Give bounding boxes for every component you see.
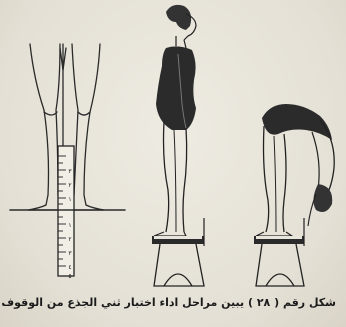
ruler-label: ٥ xyxy=(68,273,71,280)
ruler-label: ١ xyxy=(68,196,71,203)
bending-figure xyxy=(254,104,334,286)
standing-figure xyxy=(152,5,204,286)
illustration: ٣ ٢ ١ ١ ٢ ٣ ٤ ٥ xyxy=(0,0,346,290)
ruler-label: ٢ xyxy=(68,236,71,243)
ruler-label: ٤ xyxy=(68,264,71,271)
measuring-ruler: ٣ ٢ ١ ١ ٢ ٣ ٤ ٥ xyxy=(58,146,74,280)
figure-caption: شكل رقم ( ٢٨ ) يبين مراحل اداء اختبار ثن… xyxy=(10,290,336,316)
ruler-label: ١ xyxy=(68,222,71,229)
ruler-label: ٢ xyxy=(68,182,71,189)
